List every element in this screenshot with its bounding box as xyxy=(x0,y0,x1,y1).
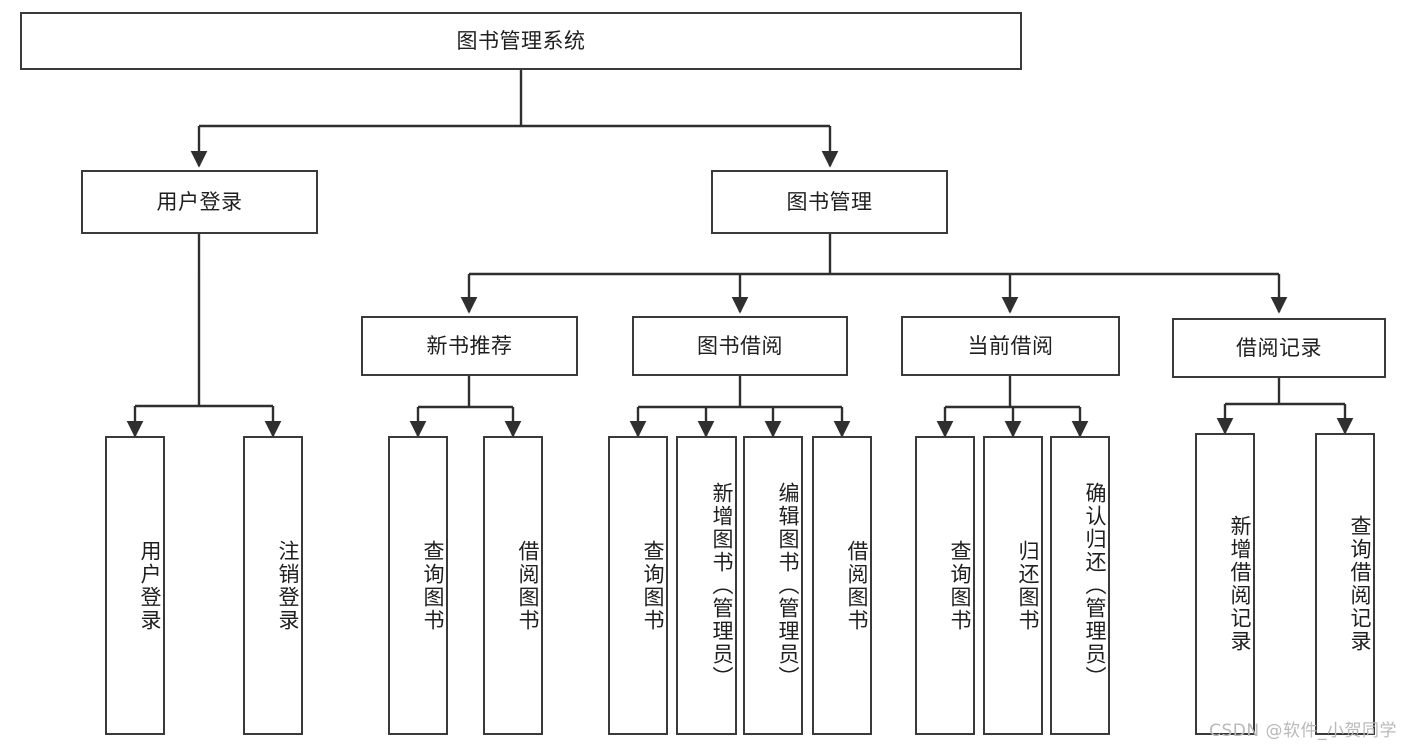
leaf-current-borrow-query-book[interactable]: 查询图书 xyxy=(915,436,975,735)
node-label: 编辑图书（管理员） xyxy=(776,482,800,689)
leaf-book-borrow-query-book[interactable]: 查询图书 xyxy=(608,436,668,735)
leaf-book-borrow-add-book[interactable]: 新增图书（管理员） xyxy=(676,436,737,735)
node-label: 图书管理系统 xyxy=(456,28,586,53)
node-label: 图书借阅 xyxy=(697,333,783,358)
watermark-text: CSDN @软件_小贺同学 xyxy=(1209,721,1397,741)
node-label: 用户登录 xyxy=(138,539,162,632)
node-label: 借阅图书 xyxy=(516,539,540,632)
node-label: 查询图书 xyxy=(641,539,665,632)
leaf-current-borrow-confirm-return[interactable]: 确认归还（管理员） xyxy=(1050,436,1110,735)
node-label: 注销登录 xyxy=(276,539,300,632)
node-label: 确认归还（管理员） xyxy=(1083,482,1107,689)
node-current-borrow[interactable]: 当前借阅 xyxy=(901,316,1120,376)
leaf-borrow-record-query-record[interactable]: 查询借阅记录 xyxy=(1315,433,1375,735)
leaf-current-borrow-return-book[interactable]: 归还图书 xyxy=(983,436,1043,735)
node-label: 图书管理 xyxy=(786,189,873,214)
node-book-borrow[interactable]: 图书借阅 xyxy=(632,316,848,376)
node-label: 查询图书 xyxy=(948,539,972,632)
leaf-book-borrow-edit-book[interactable]: 编辑图书（管理员） xyxy=(743,436,803,735)
node-label: 归还图书 xyxy=(1016,539,1040,632)
node-label: 查询图书 xyxy=(421,539,445,632)
node-book-management[interactable]: 图书管理 xyxy=(711,170,948,234)
node-label: 借阅图书 xyxy=(845,539,869,632)
node-user-login[interactable]: 用户登录 xyxy=(81,170,318,234)
node-label: 新增借阅记录 xyxy=(1228,515,1252,653)
leaf-user-login-logout[interactable]: 注销登录 xyxy=(243,436,303,735)
leaf-user-login-login[interactable]: 用户登录 xyxy=(105,436,165,735)
node-borrow-record[interactable]: 借阅记录 xyxy=(1172,318,1386,378)
node-new-book-recommend[interactable]: 新书推荐 xyxy=(361,316,578,376)
node-label: 借阅记录 xyxy=(1236,335,1322,360)
node-label: 新增图书（管理员） xyxy=(710,482,734,689)
leaf-new-book-query-book[interactable]: 查询图书 xyxy=(388,436,448,735)
node-label: 查询借阅记录 xyxy=(1348,515,1372,653)
node-label: 当前借阅 xyxy=(967,333,1054,358)
leaf-new-book-borrow-book[interactable]: 借阅图书 xyxy=(483,436,543,735)
node-label: 用户登录 xyxy=(156,189,243,214)
node-root-system[interactable]: 图书管理系统 xyxy=(20,12,1022,70)
leaf-borrow-record-add-record[interactable]: 新增借阅记录 xyxy=(1195,433,1255,735)
node-label: 新书推荐 xyxy=(426,333,513,358)
leaf-book-borrow-borrow-book[interactable]: 借阅图书 xyxy=(812,436,872,735)
